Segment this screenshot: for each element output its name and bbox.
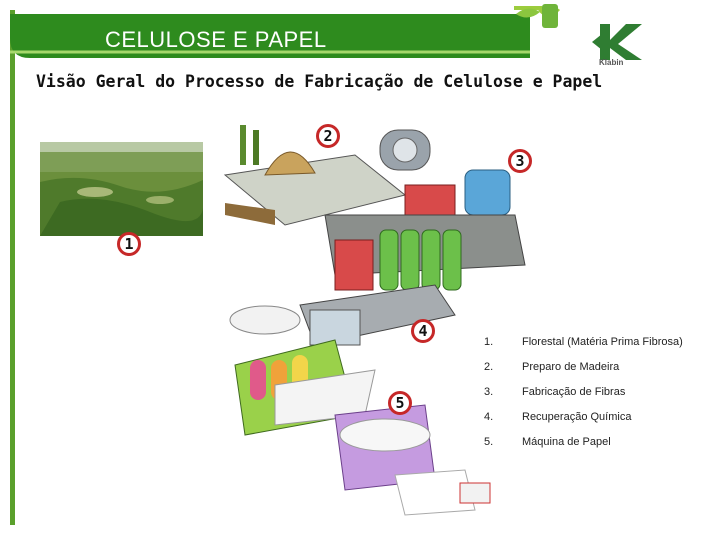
legend-number: 2. — [484, 361, 494, 373]
legend-number: 3. — [484, 386, 494, 398]
legend-text: Florestal (Matéria Prima Fibrosa) — [522, 336, 683, 348]
marker-4: 4 — [411, 319, 435, 343]
header-title: CELULOSE E PAPEL — [105, 27, 327, 52]
legend-number: 5. — [484, 436, 494, 448]
legend-number: 1. — [484, 336, 494, 348]
klabin-logo — [514, 4, 642, 60]
legend-text: Máquina de Papel — [522, 436, 611, 448]
page-subtitle: Visão Geral do Processo de Fabricação de… — [36, 72, 603, 91]
logo-text: Klabin — [599, 58, 624, 67]
header-band — [10, 14, 530, 58]
marker-2: 2 — [316, 124, 340, 148]
legend-text: Fabricação de Fibras — [522, 386, 626, 398]
marker-3: 3 — [508, 149, 532, 173]
legend-text: Preparo de Madeira — [522, 361, 620, 373]
process-illustration — [223, 125, 526, 516]
marker-5: 5 — [388, 391, 412, 415]
marker-1: 1 — [117, 232, 141, 256]
legend-text: Recuperação Química — [522, 411, 632, 423]
left-accent-bar — [10, 10, 15, 525]
legend-number: 4. — [484, 411, 494, 423]
forest-photo — [40, 142, 203, 236]
